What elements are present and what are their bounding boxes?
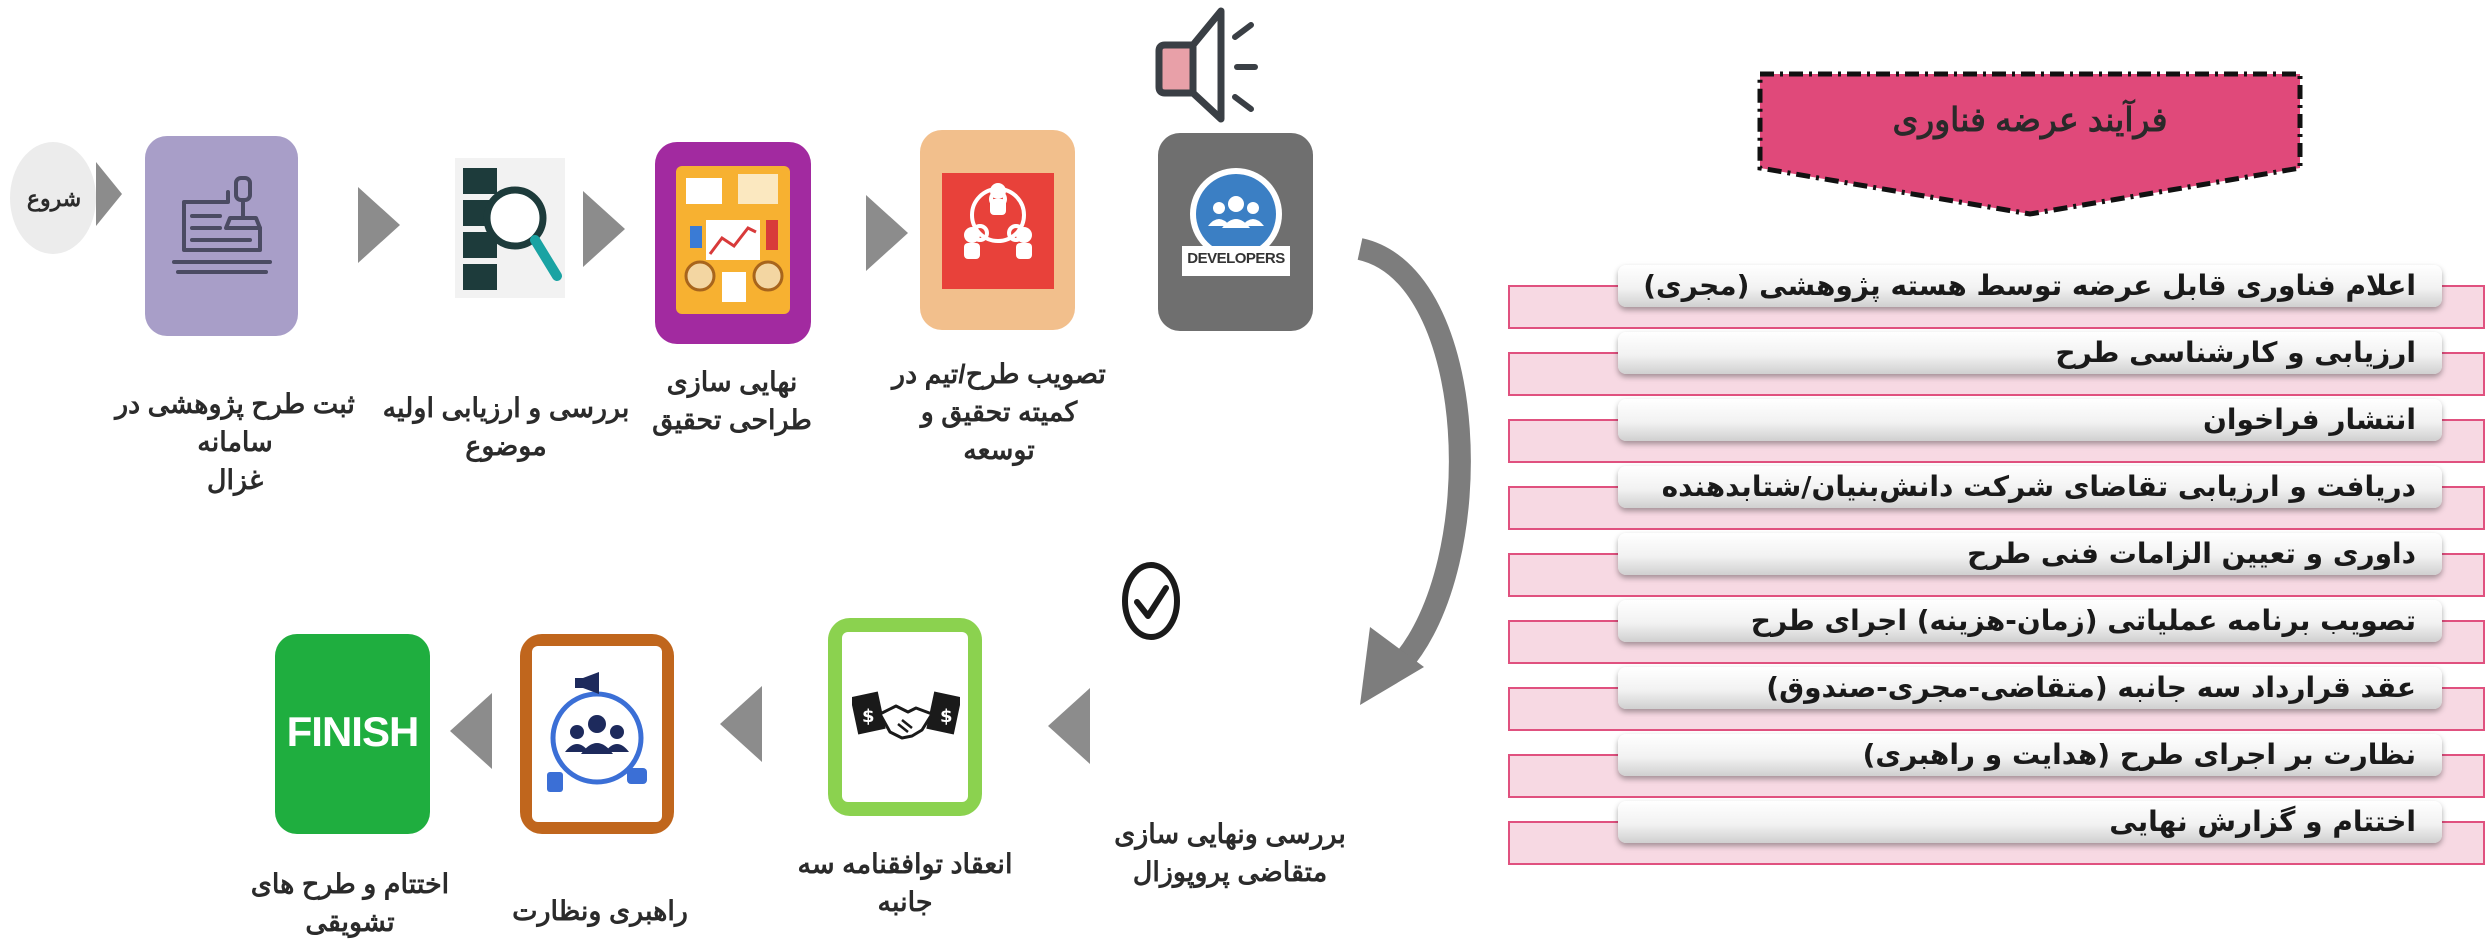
register-label: ثبت طرح پژوهشی در سامانه غزال — [115, 389, 355, 495]
proposal-label: بررسی ونهایی سازی متقاضی پروپوزال — [1114, 819, 1346, 887]
finish-tile — [275, 634, 430, 834]
review-label: بررسی و ارزیابی اولیه موضوع — [382, 393, 630, 461]
process-step-9: اختتام و گزارش نهایی — [1618, 801, 2442, 843]
finish-label: FINISH — [286, 708, 420, 755]
svg-text:$: $ — [862, 706, 875, 727]
process-step-7: عقد قرارداد سه جانبه (متقاضی-مجری-صندوق) — [1618, 667, 2442, 709]
process-step-8: نظارت بر اجرای طرح (هدایت و راهبری) — [1618, 734, 2442, 776]
magnifier-server-icon — [455, 158, 565, 298]
approve-label: تصویب طرح/تیم در کمیته تحقیق و توسعه — [892, 359, 1106, 465]
finish-caption: اختتام و طرح های تشویقی — [250, 869, 450, 937]
developers-label: DEVELOPERS — [1187, 250, 1285, 267]
register-tile — [145, 136, 298, 336]
process-step-6: تصویب برنامه عملیاتی (زمان-هزینه) اجرای … — [1618, 600, 2442, 642]
stamp-document-icon — [172, 176, 272, 274]
process-step-3: انتشار فراخوان — [1618, 399, 2442, 441]
process-step-5: داوری و تعیین الزامات فنی طرح — [1618, 533, 2442, 575]
developers-banner — [1182, 246, 1290, 276]
curved-connector-arrow — [1356, 238, 1471, 705]
team-support-icon — [547, 672, 647, 792]
handshake-icon: $ $ — [852, 691, 960, 740]
team-network-icon — [942, 173, 1054, 289]
flow-arrow — [358, 187, 400, 263]
check-circle-icon — [1122, 562, 1180, 640]
start-node — [10, 142, 96, 254]
people-group-icon — [1190, 168, 1282, 260]
flow-arrow — [450, 693, 492, 769]
process-step-1: اعلام فناوری قابل عرضه توسط هسته پژوهشی … — [1618, 265, 2442, 307]
flow-arrow — [583, 191, 625, 267]
svg-text:$: $ — [940, 706, 953, 727]
process-title: فرآیند عرضه فناوری — [1892, 101, 2168, 138]
process-step-2: ارزیابی و کارشناسی طرح — [1618, 332, 2442, 374]
process-step-4: دریافت و ارزیابی تقاضای شرکت دانش‌بنیان/… — [1618, 466, 2442, 508]
supervise-label: راهبری ونظارت — [512, 896, 688, 926]
process-title-banner — [1757, 71, 2303, 217]
research-collage-icon — [676, 166, 790, 314]
start-label: شروع — [26, 186, 82, 211]
flow-arrow — [720, 686, 762, 762]
contract-label: انعقاد توافقنامه سه جانبه — [797, 849, 1013, 917]
flow-arrow — [96, 162, 122, 226]
finalize-label: نهایی سازی طراحی تحقیق — [652, 367, 812, 435]
flow-arrow — [1048, 688, 1090, 764]
megaphone-icon — [1155, 7, 1258, 123]
flow-arrow — [866, 195, 908, 271]
